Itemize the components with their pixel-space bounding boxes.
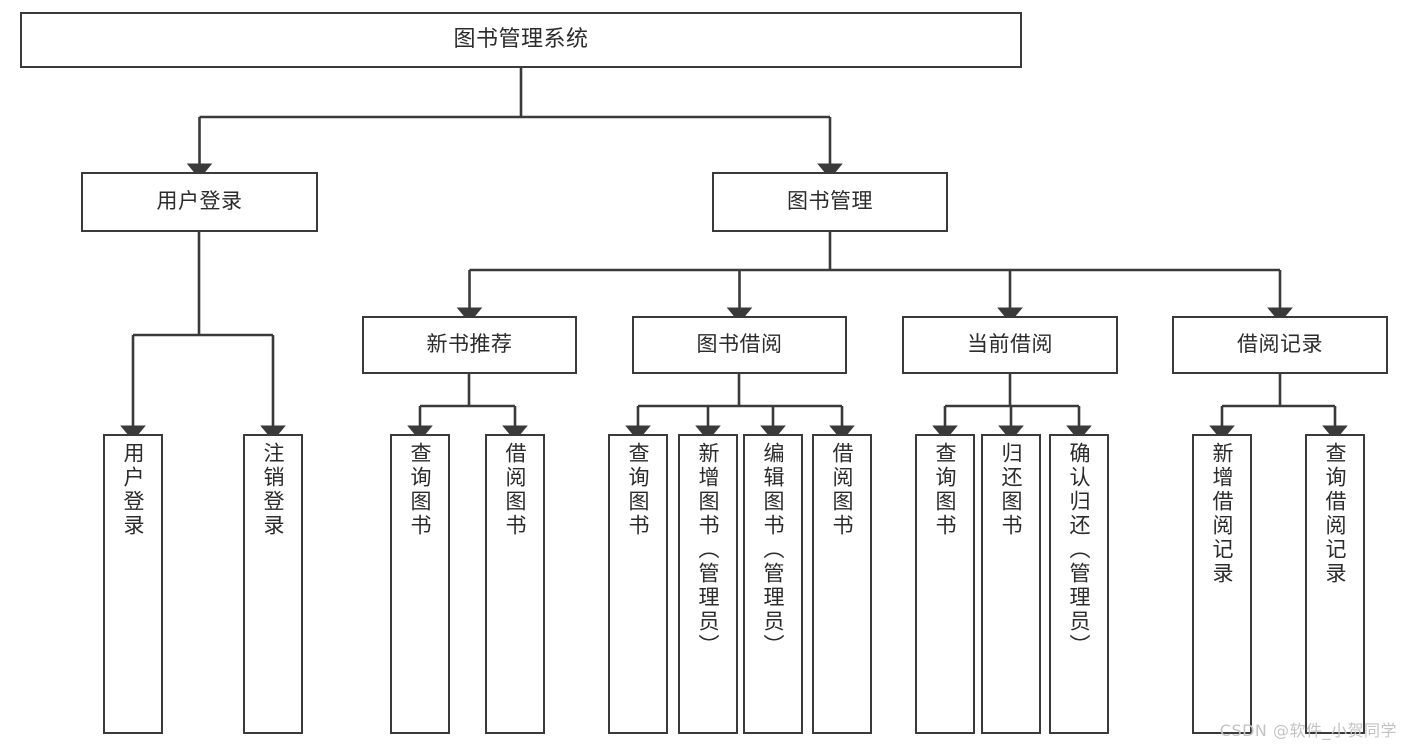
node-leaf-login-2[interactable]: 注销登录 (243, 434, 303, 734)
node-label: 图书管理 (787, 189, 873, 214)
node-label: 注销登录 (261, 442, 286, 538)
node-records[interactable]: 借阅记录 (1172, 316, 1388, 374)
node-leaf-rec-1[interactable]: 新增借阅记录 (1192, 434, 1252, 734)
node-label: 用户登录 (156, 189, 243, 214)
node-leaf-bor-4[interactable]: 借阅图书 (812, 434, 872, 734)
node-leaf-cur-1[interactable]: 查询图书 (915, 434, 975, 734)
node-borrow[interactable]: 图书借阅 (632, 316, 847, 374)
node-label: 借阅图书 (503, 442, 528, 538)
node-root[interactable]: 图书管理系统 (20, 12, 1022, 68)
node-leaf-cur-3[interactable]: 确认归还（管理员） (1049, 434, 1109, 734)
node-label: 编辑图书（管理员） (761, 442, 786, 658)
node-label: 用户登录 (121, 442, 146, 538)
node-leaf-cur-2[interactable]: 归还图书 (981, 434, 1041, 734)
node-label: 查询图书 (626, 442, 651, 538)
node-leaf-login-1[interactable]: 用户登录 (103, 434, 163, 734)
node-leaf-rec-2[interactable]: 查询借阅记录 (1305, 434, 1365, 734)
node-label: 借阅图书 (830, 442, 855, 538)
node-label: 借阅记录 (1237, 332, 1323, 357)
node-label: 确认归还（管理员） (1067, 442, 1092, 658)
node-login[interactable]: 用户登录 (81, 172, 318, 232)
watermark: CSDN @软件_小贺同学 (1219, 721, 1397, 740)
node-label: 新书推荐 (426, 332, 513, 357)
node-label: 查询借阅记录 (1323, 442, 1348, 586)
node-label: 新增借阅记录 (1210, 442, 1235, 586)
node-label: 当前借阅 (967, 332, 1053, 357)
node-leaf-new-2[interactable]: 借阅图书 (485, 434, 545, 734)
node-label: 图书借阅 (696, 332, 783, 357)
node-current[interactable]: 当前借阅 (902, 316, 1118, 374)
node-label: 查询图书 (933, 442, 958, 538)
node-bookmgmt[interactable]: 图书管理 (712, 172, 948, 232)
node-leaf-bor-2[interactable]: 新增图书（管理员） (678, 434, 738, 734)
node-label: 查询图书 (408, 442, 433, 538)
node-label: 图书管理系统 (453, 26, 589, 52)
node-label: 归还图书 (999, 442, 1024, 538)
node-leaf-bor-3[interactable]: 编辑图书（管理员） (743, 434, 803, 734)
node-leaf-new-1[interactable]: 查询图书 (390, 434, 450, 734)
node-label: 新增图书（管理员） (696, 442, 721, 658)
node-newbook[interactable]: 新书推荐 (362, 316, 577, 374)
node-leaf-bor-1[interactable]: 查询图书 (608, 434, 668, 734)
